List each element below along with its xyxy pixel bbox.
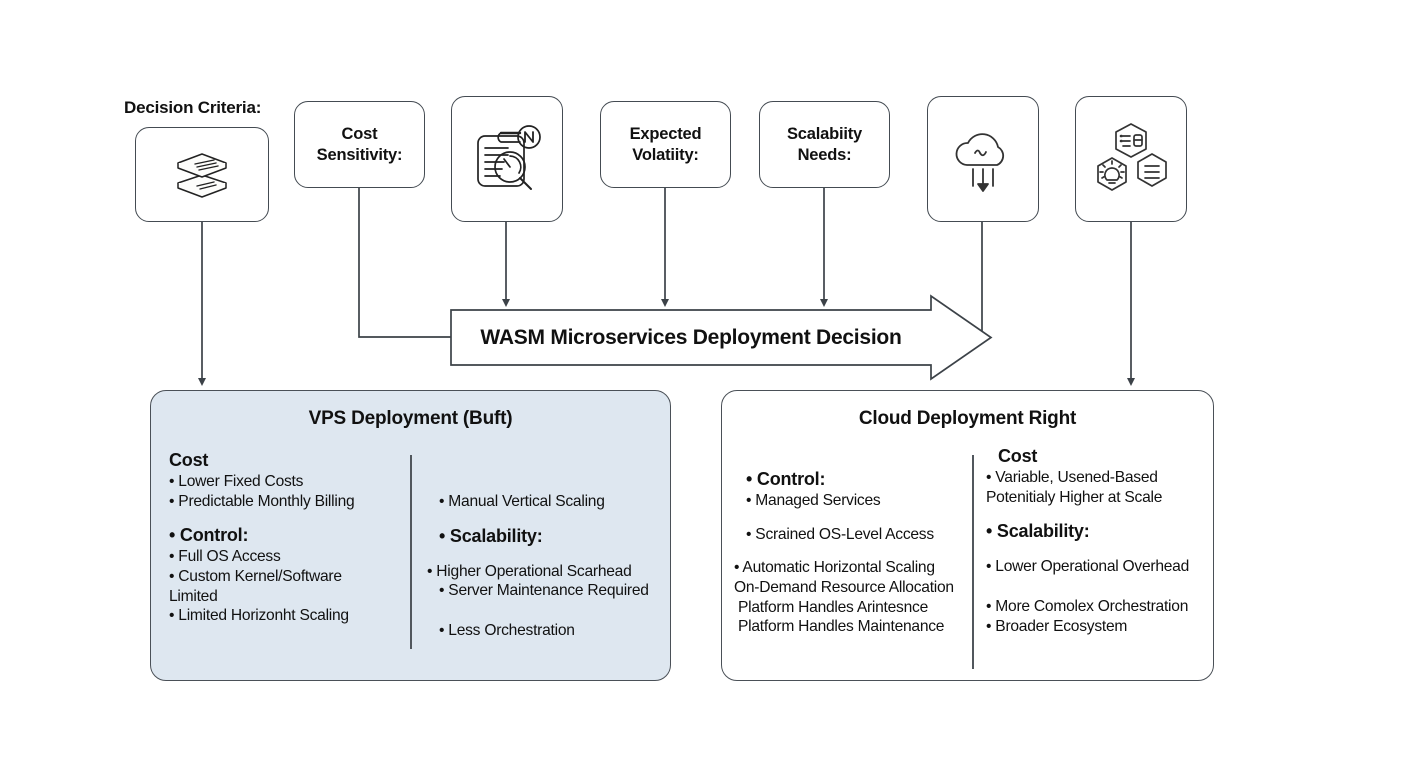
cloud-bullet-lower-operational-overhead: • Lower Operational Overhead	[986, 558, 1190, 576]
vps-deployment-panel[interactable]: VPS Deployment (Buft) Cost • Lower Fixed…	[150, 390, 671, 681]
cloud-scalability-heading: • Scalability:	[986, 521, 1090, 542]
hexagon-cluster-icon	[1090, 118, 1172, 200]
criteria-box-cloud[interactable]	[927, 96, 1039, 222]
cloud-bullet-managed-services: • Managed Services	[746, 492, 881, 509]
cloud-panel-title: Cloud Deployment Right	[858, 408, 1077, 429]
vps-cost-heading: Cost	[169, 450, 209, 470]
cloud-control-heading: • Control:	[746, 469, 826, 489]
spacer	[427, 512, 663, 526]
criteria-box-scalability-needs[interactable]: Scalabiity Needs:	[759, 101, 890, 188]
vps-bullet-lower-fixed-costs: • Lower Fixed Costs	[169, 473, 304, 490]
vps-bullet-manual-vertical-scaling: • Manual Vertical Scaling	[439, 493, 605, 510]
vps-control-heading: • Control:	[169, 525, 249, 546]
spacer	[734, 511, 970, 525]
document-analysis-icon	[468, 119, 546, 199]
spacer	[986, 577, 1210, 597]
cloud-right-column: Cost • Variable, Usened-Based Potenitial…	[986, 446, 1210, 636]
vps-bullet-higher-operational-overhead: • Higher Operational Scarhead	[427, 562, 632, 580]
cloud-column-divider	[972, 455, 974, 669]
spacer	[169, 511, 407, 525]
vps-panel-title: VPS Deployment (Buft)	[308, 408, 513, 429]
vps-bullet-limited-horizontal-scaling: • Limited Horizonht Scaling	[169, 607, 349, 625]
criteria-box-analysis[interactable]	[451, 96, 563, 222]
wire-cloud-icon-to-banner	[933, 222, 983, 339]
spacer	[427, 601, 663, 621]
cloud-bullet-on-demand-allocation: On-Demand Resource Allocation	[734, 578, 954, 596]
vps-right-column: • Manual Vertical Scaling • Scalability:…	[427, 492, 663, 641]
vps-bullet-full-os-access: • Full OS Access	[169, 548, 281, 566]
criteria-label-scalability-needs: Scalabiity Needs:	[786, 124, 863, 164]
criteria-label-expected-volatility: Expected Volatiity:	[629, 124, 702, 164]
criteria-box-layers[interactable]	[135, 127, 269, 222]
stacked-layers-icon	[170, 145, 234, 205]
criteria-box-cost-sensitivity[interactable]: Cost Sensitivity:	[294, 101, 425, 188]
cloud-bullet-platform-maintenance-2: Platform Handles Maintenance	[738, 618, 945, 636]
cloud-cost-heading: Cost	[998, 446, 1038, 466]
spacer	[986, 507, 1210, 521]
vps-bullet-predictable-billing: • Predictable Monthly Billing	[169, 492, 355, 510]
cloud-bullet-variable-usage-based: • Variable, Usened-Based Potenitialy Hig…	[986, 469, 1163, 506]
vps-bullet-less-orchestration: • Less Orchestration	[439, 621, 575, 639]
vps-column-divider	[410, 455, 412, 649]
vps-bullet-server-maintenance: • Server Maintenance Required	[439, 582, 649, 600]
vps-scalability-heading: • Scalability:	[439, 525, 543, 546]
cloud-bullet-more-complex-orchestration: • More Comolex Orchestration	[986, 597, 1189, 615]
criteria-label-cost-sensitivity: Cost Sensitivity:	[316, 124, 403, 164]
cloud-download-icon	[946, 120, 1020, 198]
spacer	[734, 544, 970, 558]
wire-cost-sensitivity-to-banner	[358, 188, 451, 338]
vps-left-column: Cost • Lower Fixed Costs • Predictable M…	[169, 450, 407, 626]
cloud-deployment-panel[interactable]: Cloud Deployment Right • Control: • Mana…	[721, 390, 1214, 681]
vps-bullet-custom-kernel: • Custom Kernel/Software Limited	[169, 567, 342, 605]
cloud-bullet-platform-maintenance-1: Platform Handles Arintesnce	[738, 598, 928, 616]
decision-banner-title: WASM Microservices Deployment Decision	[480, 325, 902, 349]
criteria-box-hexagons[interactable]	[1075, 96, 1187, 222]
cloud-bullet-automatic-horizontal-scaling: • Automatic Horizontal Scaling	[734, 559, 935, 577]
spacer	[427, 548, 663, 562]
cloud-left-column: • Control: • Managed Services • Scrained…	[734, 469, 970, 637]
cloud-bullet-broader-ecosystem: • Broader Ecosystem	[986, 617, 1128, 635]
criteria-box-expected-volatility[interactable]: Expected Volatiity:	[600, 101, 731, 188]
spacer	[986, 543, 1210, 557]
cloud-bullet-scoped-os-access: • Scrained OS-Level Access	[746, 525, 934, 543]
decision-criteria-label: Decision Criteria:	[124, 98, 262, 117]
